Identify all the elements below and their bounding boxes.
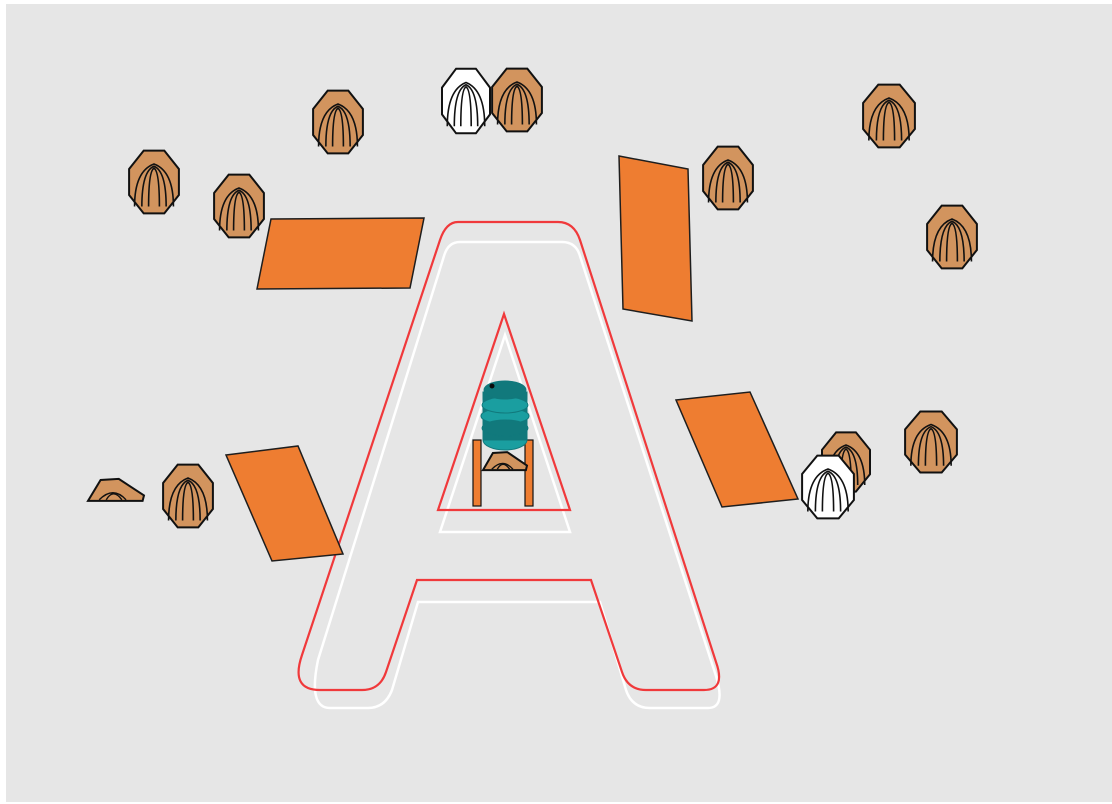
nut-icon[interactable] xyxy=(214,175,264,238)
cart-left-post xyxy=(473,440,481,506)
nut-icon[interactable] xyxy=(905,412,957,473)
cart-right-post xyxy=(525,440,533,506)
nut-icon[interactable] xyxy=(927,206,977,269)
ramp[interactable] xyxy=(257,218,424,289)
nut-icon[interactable] xyxy=(492,69,542,132)
nut-icon[interactable] xyxy=(313,91,363,154)
background-panel xyxy=(6,4,1112,802)
nut-icon[interactable] xyxy=(163,465,213,528)
nut-icon[interactable] xyxy=(863,85,915,148)
white-nut-icon[interactable] xyxy=(442,69,490,134)
white-nut-icon[interactable] xyxy=(802,456,854,519)
barrel-icon xyxy=(481,381,529,450)
nut-icon[interactable] xyxy=(703,147,753,210)
ramp[interactable] xyxy=(619,156,692,321)
nut-icon[interactable] xyxy=(129,151,179,214)
